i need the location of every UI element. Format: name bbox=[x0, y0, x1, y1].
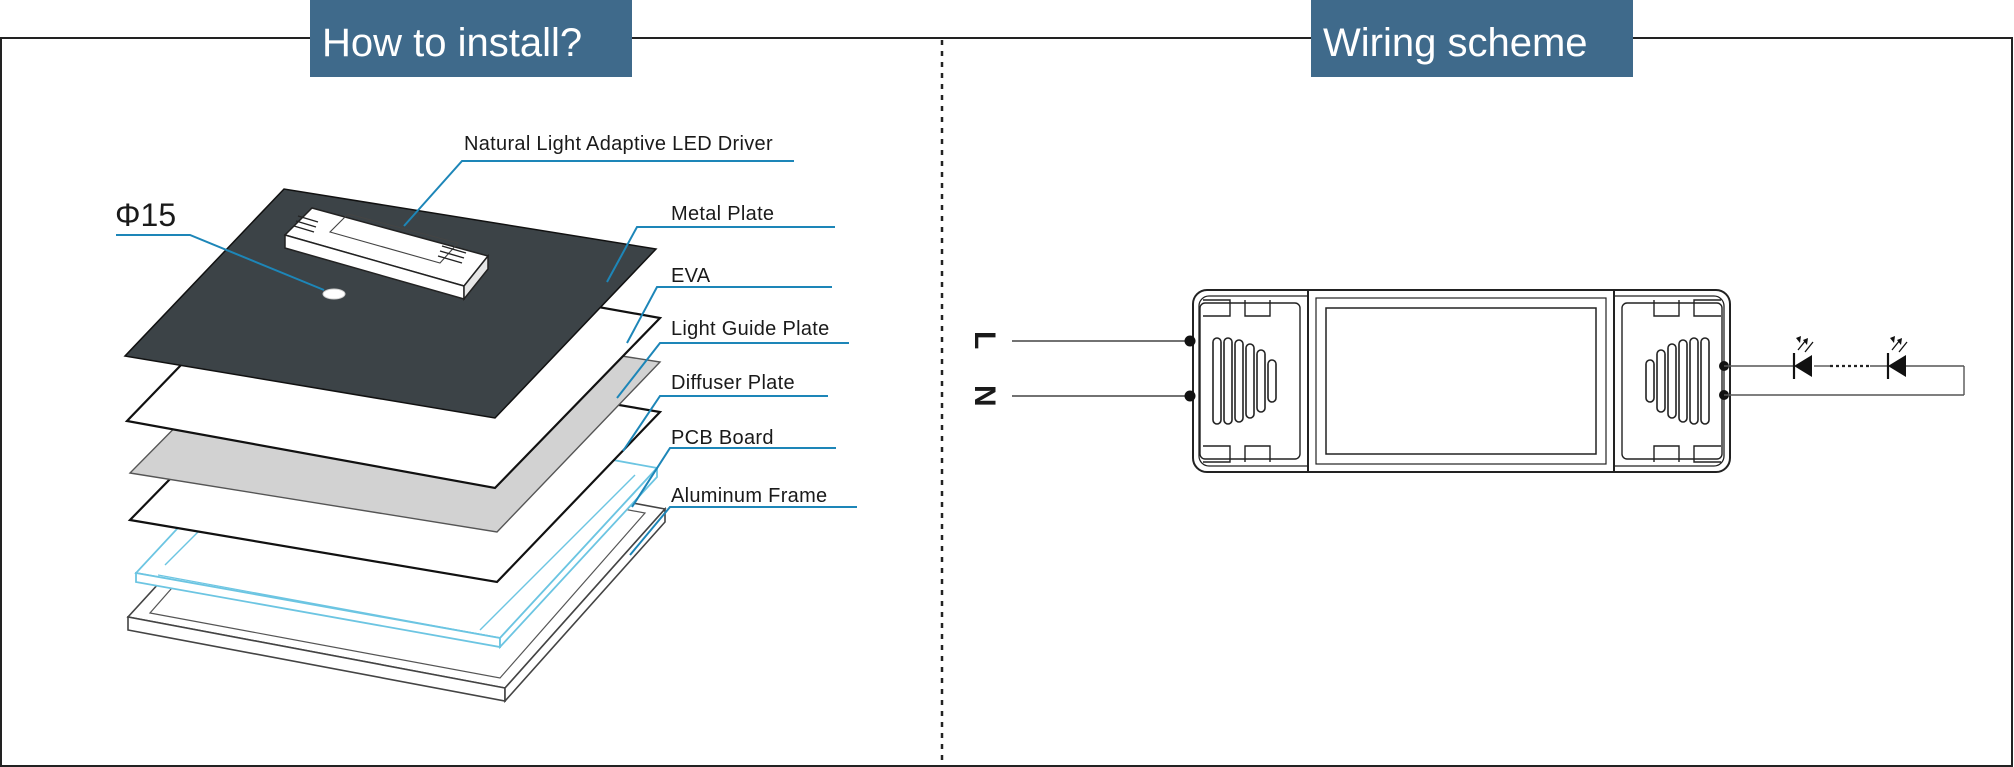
label-aluminum-frame: Aluminum Frame bbox=[671, 485, 827, 507]
install-header: How to install? bbox=[310, 0, 632, 77]
wiring-header: Wiring scheme bbox=[1311, 0, 1633, 77]
mounting-hole bbox=[322, 288, 346, 300]
exploded-assembly: Natural Light Adaptive LED Driver Metal … bbox=[115, 133, 857, 704]
driver-top-view bbox=[1192, 289, 1731, 473]
led-output-circuit bbox=[1719, 336, 1965, 400]
input-wiring: L N bbox=[968, 331, 1196, 407]
install-header-bg bbox=[310, 0, 632, 77]
terminal-n-label: N bbox=[968, 385, 1001, 407]
label-metal-plate: Metal Plate bbox=[671, 203, 774, 225]
wiring-header-bg bbox=[1311, 0, 1633, 77]
led-symbol-1 bbox=[1792, 336, 1814, 379]
n-terminal-dot bbox=[1184, 390, 1196, 402]
label-eva: EVA bbox=[671, 265, 711, 287]
label-light-guide-plate: Light Guide Plate bbox=[671, 318, 830, 340]
label-pcb-board: PCB Board bbox=[671, 427, 774, 449]
l-terminal-dot bbox=[1184, 335, 1196, 347]
terminal-l-label: L bbox=[968, 331, 1001, 349]
led-symbol-2 bbox=[1886, 336, 1908, 379]
wiring-scheme: L N bbox=[968, 289, 1965, 473]
diagram-border bbox=[0, 37, 2013, 767]
layer-labels: Natural Light Adaptive LED Driver Metal … bbox=[115, 133, 830, 507]
metal-plate-drawing bbox=[123, 188, 658, 419]
led-driver-drawing bbox=[283, 207, 490, 302]
install-title: How to install? bbox=[322, 21, 582, 65]
label-diffuser-plate: Diffuser Plate bbox=[671, 372, 795, 394]
wiring-title: Wiring scheme bbox=[1323, 21, 1588, 65]
label-hole-diameter: Φ15 bbox=[115, 197, 176, 233]
label-led-driver: Natural Light Adaptive LED Driver bbox=[464, 133, 773, 155]
leader-lines bbox=[116, 160, 857, 556]
